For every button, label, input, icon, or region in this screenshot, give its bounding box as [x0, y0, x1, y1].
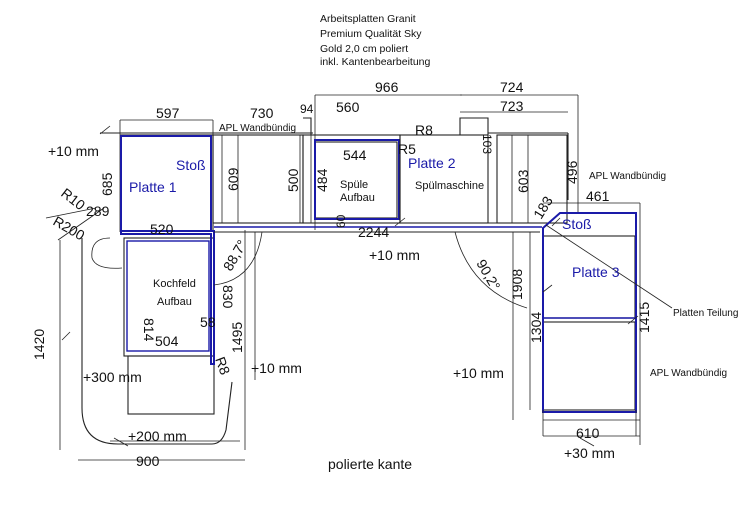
dim-58: 58: [200, 314, 216, 330]
dim-504: 504: [155, 333, 179, 349]
margin-right-mid: +10 mm: [453, 365, 504, 381]
header-line-1: Arbeitsplatten Granit: [320, 13, 416, 25]
dim-730: 730: [250, 105, 274, 121]
polierte-kante-label: polierte kante: [328, 456, 412, 472]
dim-183: 183: [530, 193, 556, 221]
dim-544: 544: [343, 147, 367, 163]
dim-1415: 1415: [636, 302, 652, 333]
kochfeld-aufbau-label: Aufbau: [157, 296, 192, 308]
dim-angle-887: 88,7°: [220, 237, 250, 273]
dim-966: 966: [375, 79, 399, 95]
platte-3-label: Platte 3: [572, 264, 620, 280]
dim-830: 830: [220, 285, 236, 309]
kochfeld-label: Kochfeld: [153, 278, 196, 290]
platten-teilung-label: Platten Teilung: [673, 308, 738, 319]
dim-461: 461: [586, 188, 610, 204]
dim-500: 500: [285, 168, 301, 192]
dim-724: 724: [500, 79, 524, 95]
margin-plus300: +300 mm: [83, 369, 142, 385]
margin-plus30: +30 mm: [564, 445, 615, 461]
apl-wandbuendig-right: APL Wandbündig: [589, 171, 666, 182]
margin-middle: +10 mm: [369, 247, 420, 263]
stoss-left-label: Stoß: [176, 157, 206, 173]
dim-484: 484: [314, 168, 330, 192]
apl-wandbuendig-top: APL Wandbündig: [219, 123, 296, 134]
dim-597: 597: [156, 105, 180, 121]
dim-103: 103: [480, 134, 494, 154]
spuele-label: Spüle: [340, 179, 368, 191]
center-run-outline: [214, 94, 579, 309]
dim-r10: R10: [58, 185, 88, 214]
dim-520: 520: [150, 221, 174, 237]
dim-r5: R5: [398, 141, 416, 157]
right-arm-outline: [512, 202, 673, 447]
dim-560: 560: [336, 99, 360, 115]
margin-left-mid: +10 mm: [251, 360, 302, 376]
dim-1304: 1304: [528, 312, 544, 343]
left-arm-outline: [45, 119, 313, 461]
dim-angle-902: 90,2°: [473, 257, 503, 293]
dim-289: 289: [86, 203, 110, 219]
dim-814: 814: [141, 318, 157, 342]
dim-609: 609: [225, 167, 241, 191]
apl-wandbuendig-bottom-right: APL Wandbündig: [650, 368, 727, 379]
dim-94: 94: [300, 102, 314, 116]
dim-603: 603: [515, 169, 531, 193]
dim-r8-top: R8: [415, 122, 433, 138]
header-line-2: Premium Qualität Sky: [320, 28, 422, 40]
dim-r8-bottom: R8: [212, 355, 233, 377]
dim-60: 60: [334, 214, 348, 228]
dim-2244: 2244: [358, 224, 389, 240]
dim-1908: 1908: [509, 269, 525, 300]
header-line-4: inkl. Kantenbearbeitung: [320, 56, 430, 68]
platte-2-label: Platte 2: [408, 155, 456, 171]
margin-plus200: +200 mm: [128, 428, 187, 444]
header-line-3: Gold 2,0 cm poliert: [320, 43, 408, 55]
dim-1495: 1495: [229, 322, 245, 353]
stoss-right-label: Stoß: [562, 216, 592, 232]
dim-685: 685: [99, 172, 115, 196]
dim-610: 610: [576, 425, 600, 441]
spuelmaschine-label: Spülmaschine: [415, 180, 484, 192]
margin-top-left: +10 mm: [48, 143, 99, 159]
dim-723: 723: [500, 98, 524, 114]
dim-900: 900: [136, 453, 160, 469]
dim-1420: 1420: [31, 329, 47, 360]
platte-1-label: Platte 1: [129, 179, 177, 195]
dim-496: 496: [564, 160, 580, 184]
spuele-aufbau-label: Aufbau: [340, 192, 375, 204]
